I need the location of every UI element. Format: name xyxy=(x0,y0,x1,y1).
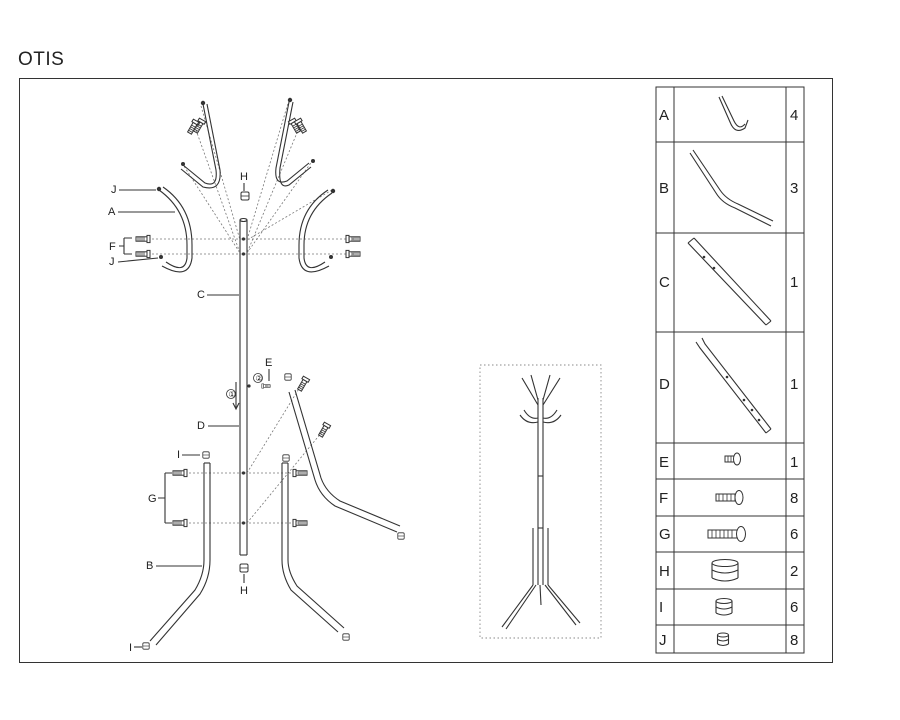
hook-a-top-right xyxy=(275,97,315,187)
part-qty: 1 xyxy=(790,376,798,393)
parts-row-c: C 1 xyxy=(659,237,798,326)
label-d: D xyxy=(197,420,205,432)
label-g: G xyxy=(148,493,157,505)
part-letter: E xyxy=(659,454,669,471)
leg-b-right xyxy=(281,462,345,633)
part-letter: D xyxy=(659,376,670,393)
part-letter: A xyxy=(659,107,669,124)
part-letter: F xyxy=(659,490,668,507)
part-qty: 1 xyxy=(790,454,798,471)
parts-row-i: I 6 xyxy=(659,598,798,616)
upper-assembly xyxy=(135,97,361,395)
label-b: B xyxy=(146,560,153,572)
label-j-top: J xyxy=(111,184,117,196)
part-qty: 8 xyxy=(790,490,798,507)
long-screw-icon xyxy=(707,526,746,542)
screw-g-left-upper xyxy=(172,468,188,478)
small-cap-icon xyxy=(716,632,730,647)
top-cap-h xyxy=(240,191,250,201)
hook-a-top-left xyxy=(180,100,221,189)
label-h-bottom: H xyxy=(240,585,248,597)
product-title: OTIS xyxy=(18,49,65,70)
screw-g-back-lower xyxy=(316,421,332,439)
label-step-1: ① xyxy=(229,390,236,399)
assembled-preview xyxy=(479,364,602,639)
parts-row-e: E 1 xyxy=(659,452,798,471)
parts-row-g: G 6 xyxy=(659,526,798,543)
parts-table: A 4 B 3 C 1 D xyxy=(655,86,805,654)
cap-i-back-foot xyxy=(397,532,405,540)
cap-i-left-foot xyxy=(142,642,150,650)
medium-screw-icon xyxy=(715,490,744,505)
cap-i-right-top xyxy=(282,454,290,462)
part-letter: C xyxy=(659,274,670,291)
part-qty: 2 xyxy=(790,563,798,580)
part-qty: 3 xyxy=(790,180,798,197)
part-letter: G xyxy=(659,526,671,543)
label-step-2: ② xyxy=(256,374,263,383)
parts-row-f: F 8 xyxy=(659,490,798,507)
screw-g-right-upper xyxy=(292,468,308,478)
large-cap-icon xyxy=(711,559,739,582)
screw-f-left-upper xyxy=(135,234,151,244)
upper-pole-c xyxy=(239,217,248,395)
upper-callouts: J A F J C H xyxy=(108,171,248,301)
parts-row-h: H 2 xyxy=(659,559,798,582)
upper-guide-lines xyxy=(148,99,355,255)
label-i-top: I xyxy=(177,449,180,461)
lower-pole-icon xyxy=(695,337,772,434)
part-letter: I xyxy=(659,599,663,616)
part-qty: 4 xyxy=(790,107,798,124)
parts-row-d: D 1 xyxy=(659,337,798,434)
screw-e xyxy=(261,383,271,389)
lower-callouts: E ② ① D I G B H I xyxy=(129,357,272,654)
leg-tube-icon xyxy=(689,149,774,227)
medium-cap-icon xyxy=(715,598,733,616)
screw-g-left-lower xyxy=(172,518,188,528)
leg-b-left xyxy=(149,462,211,646)
label-h-top: H xyxy=(240,171,248,183)
label-f: F xyxy=(109,241,116,253)
hook-a-left xyxy=(156,186,193,273)
label-c: C xyxy=(197,289,205,301)
part-qty: 8 xyxy=(790,632,798,649)
label-e: E xyxy=(265,357,272,369)
part-qty: 6 xyxy=(790,526,798,543)
screw-f-left-lower xyxy=(135,249,151,259)
insert-arrow xyxy=(232,382,240,411)
cap-i-right-foot xyxy=(342,633,350,641)
screw-g-right-lower xyxy=(292,518,308,528)
parts-row-j: J 8 xyxy=(659,632,798,649)
instruction-frame xyxy=(19,78,833,663)
leg-b-back xyxy=(288,389,401,533)
part-letter: B xyxy=(659,180,669,197)
screw-g-back-upper xyxy=(295,375,311,393)
upper-hook-screws xyxy=(185,117,309,136)
label-a: A xyxy=(108,206,116,218)
hook-icon xyxy=(718,95,749,131)
parts-row-b: B 3 xyxy=(659,149,798,227)
cap-i-back-top xyxy=(284,373,292,381)
upper-pole-icon xyxy=(687,237,772,326)
lower-pole-d xyxy=(239,395,248,556)
label-j-bottom: J xyxy=(109,256,115,268)
cap-i-left-top xyxy=(202,451,210,459)
bottom-cap-h xyxy=(239,563,249,573)
part-letter: H xyxy=(659,563,670,580)
small-screw-icon xyxy=(724,452,741,466)
parts-row-a: A 4 xyxy=(659,95,798,131)
part-qty: 1 xyxy=(790,274,798,291)
part-qty: 6 xyxy=(790,599,798,616)
label-i-bottom: I xyxy=(129,642,132,654)
part-letter: J xyxy=(659,632,667,649)
hook-a-right xyxy=(298,188,336,273)
lower-assembly xyxy=(142,373,405,650)
